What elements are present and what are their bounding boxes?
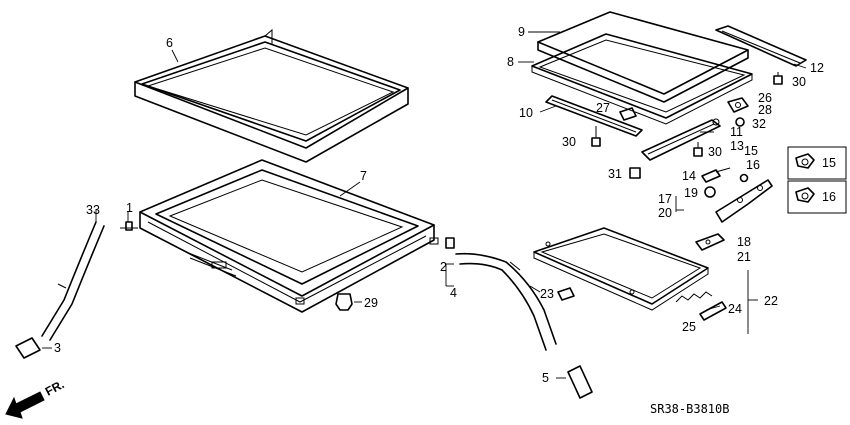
callout-28: 28 bbox=[758, 103, 772, 117]
callout-19: 19 bbox=[684, 186, 698, 200]
callout-1: 1 bbox=[126, 201, 133, 215]
callout-14: 14 bbox=[682, 169, 696, 183]
arrow-icon bbox=[5, 391, 45, 419]
nut-31[interactable] bbox=[629, 167, 641, 179]
callout-27: 27 bbox=[596, 101, 610, 115]
pin-24[interactable] bbox=[699, 301, 727, 321]
callout-29: 29 bbox=[364, 296, 378, 310]
clip-23[interactable] bbox=[557, 287, 575, 301]
callout-31: 31 bbox=[608, 167, 622, 181]
callout-2: 2 bbox=[440, 260, 447, 274]
front-label: FR. bbox=[43, 377, 67, 398]
sunroof-frame[interactable] bbox=[120, 159, 439, 313]
callout-5: 5 bbox=[542, 371, 549, 385]
callout-12: 12 bbox=[810, 61, 824, 75]
drain-hose-rear[interactable] bbox=[455, 252, 557, 351]
clip-2[interactable] bbox=[445, 237, 455, 249]
callout-24: 24 bbox=[728, 302, 742, 316]
clip-27[interactable] bbox=[619, 107, 637, 121]
cap-19[interactable] bbox=[704, 186, 716, 198]
callout-15-inset: 15 bbox=[822, 156, 836, 170]
nut-32[interactable] bbox=[735, 117, 745, 127]
guide-rail-right[interactable] bbox=[641, 118, 721, 161]
callout-16-inset: 16 bbox=[822, 190, 836, 204]
callout-30c: 30 bbox=[708, 145, 722, 159]
callout-7: 7 bbox=[360, 169, 367, 183]
callout-11: 11 bbox=[730, 125, 743, 139]
callout-33: 33 bbox=[86, 203, 100, 217]
callout-17: 17 bbox=[658, 192, 672, 206]
leader-lines bbox=[42, 31, 807, 379]
grommet-29[interactable] bbox=[335, 293, 353, 311]
callout-30a: 30 bbox=[792, 75, 806, 89]
callout-26: 26 bbox=[758, 91, 772, 105]
callout-15: 15 bbox=[744, 144, 758, 158]
lift-bracket[interactable] bbox=[715, 179, 773, 223]
callout-4: 4 bbox=[450, 286, 457, 300]
spring-25[interactable] bbox=[675, 291, 713, 303]
inset-box-16 bbox=[787, 180, 847, 214]
diagram-code: SR38-B3810B bbox=[650, 402, 729, 416]
guide-rail-left[interactable] bbox=[545, 95, 643, 137]
hose-end-3[interactable] bbox=[15, 337, 41, 359]
inset-box-15 bbox=[787, 146, 847, 180]
bolt-30c[interactable] bbox=[693, 142, 703, 157]
callout-25: 25 bbox=[682, 320, 696, 334]
callout-10: 10 bbox=[519, 106, 533, 120]
callout-8: 8 bbox=[507, 55, 514, 69]
glass-panel[interactable] bbox=[537, 11, 749, 103]
callout-18: 18 bbox=[737, 235, 751, 249]
drain-hose-33[interactable] bbox=[41, 221, 105, 341]
deflector-strip[interactable] bbox=[715, 25, 807, 67]
callout-13: 13 bbox=[730, 139, 744, 153]
sunshade[interactable] bbox=[533, 227, 709, 311]
bolt-30b[interactable] bbox=[591, 126, 601, 147]
callout-6: 6 bbox=[166, 36, 173, 50]
callout-30b: 30 bbox=[562, 135, 576, 149]
roof-seal[interactable] bbox=[134, 28, 409, 163]
callout-9: 9 bbox=[518, 25, 525, 39]
callout-32: 32 bbox=[752, 117, 766, 131]
clip-1[interactable] bbox=[125, 221, 133, 231]
bolt-30a[interactable] bbox=[773, 72, 783, 85]
hose-end-5[interactable] bbox=[567, 365, 593, 399]
washer-16[interactable] bbox=[739, 173, 749, 183]
screw-14[interactable] bbox=[701, 167, 731, 183]
callout-3: 3 bbox=[54, 341, 61, 355]
front-arrow: FR. bbox=[5, 377, 67, 419]
callout-16: 16 bbox=[746, 158, 760, 172]
bracket-26[interactable] bbox=[727, 97, 749, 113]
callout-22: 22 bbox=[764, 294, 778, 308]
link-18[interactable] bbox=[695, 233, 725, 251]
callout-20: 20 bbox=[658, 206, 672, 220]
callout-labels: 1 2 3 4 5 6 7 8 9 10 11 12 13 14 15 15 1… bbox=[54, 25, 836, 385]
glass-weatherstrip[interactable] bbox=[531, 33, 753, 125]
callout-23: 23 bbox=[540, 287, 554, 301]
callout-21: 21 bbox=[737, 250, 751, 264]
